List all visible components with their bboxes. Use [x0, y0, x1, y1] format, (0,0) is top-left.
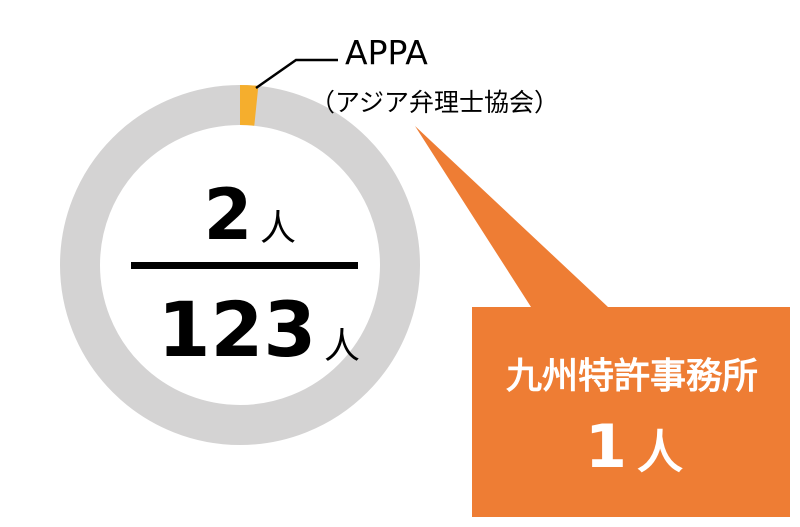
numerator-value: 2 [204, 174, 253, 256]
callout-value: 1 [585, 412, 627, 482]
center-fraction: 2 人 123 人 [131, 174, 360, 374]
callout-shape [415, 126, 790, 517]
appa-name: APPA [345, 33, 428, 72]
denominator-value: 123 [158, 285, 317, 374]
donut-chart [60, 85, 420, 445]
callout-box: 九州特許事務所 1 人 [415, 126, 790, 517]
fraction-bar [131, 262, 358, 269]
donut-appa-segment [239, 85, 259, 126]
leader-line [255, 58, 338, 90]
callout-title: 九州特許事務所 [506, 356, 758, 397]
appa-subtitle: （アジア弁理士協会） [310, 88, 559, 117]
denominator-unit: 人 [324, 326, 360, 367]
callout-unit: 人 [637, 425, 683, 479]
numerator-unit: 人 [260, 208, 296, 249]
appa-label: APPA （アジア弁理士協会） [255, 33, 559, 117]
